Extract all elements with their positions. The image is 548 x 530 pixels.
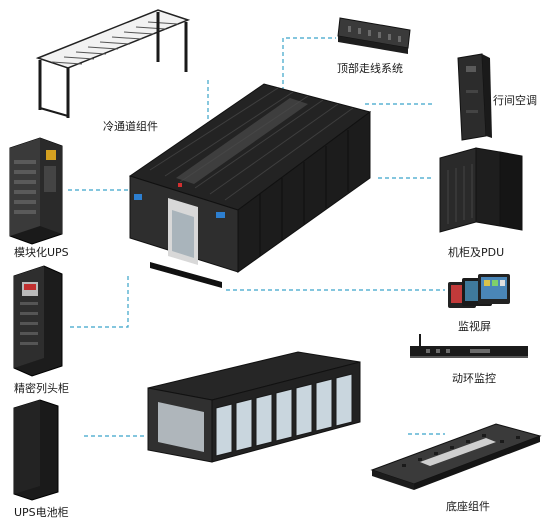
label-ups-battery-cabinet: UPS电池柜 xyxy=(14,506,69,519)
precision-column-cabinet-illustration xyxy=(13,265,63,377)
label-precision-column-cabinet: 精密列头柜 xyxy=(14,382,69,395)
connector-precision-column xyxy=(70,275,129,328)
label-env-monitoring: 动环监控 xyxy=(452,372,496,385)
rack-pdu-illustration xyxy=(439,147,523,233)
label-cold-aisle-components: 冷通道组件 xyxy=(103,120,158,133)
label-top-cabling-system: 顶部走线系统 xyxy=(337,62,403,75)
label-in-row-ac: 行间空调 xyxy=(493,94,537,107)
label-base-components: 底座组件 xyxy=(446,500,490,513)
connector-top-cabling xyxy=(282,37,336,112)
label-monitor-screen: 监视屏 xyxy=(458,320,491,333)
base-components-illustration xyxy=(370,423,542,490)
connector-lines xyxy=(68,37,445,437)
monitor-screens-illustration xyxy=(448,274,510,308)
main-module-illustration xyxy=(128,83,372,288)
modular-ups-illustration xyxy=(9,137,63,245)
in-row-ac-illustration xyxy=(457,53,492,141)
label-rack-and-pdu: 机柜及PDU xyxy=(448,246,505,259)
env-monitoring-illustration xyxy=(410,334,528,358)
label-modular-ups: 模块化UPS xyxy=(14,246,69,259)
cold-aisle-frame-illustration xyxy=(35,9,191,118)
glass-door-module-illustration xyxy=(147,351,361,463)
top-cabling-illustration xyxy=(337,17,411,54)
ups-battery-cabinet-illustration xyxy=(13,399,59,501)
